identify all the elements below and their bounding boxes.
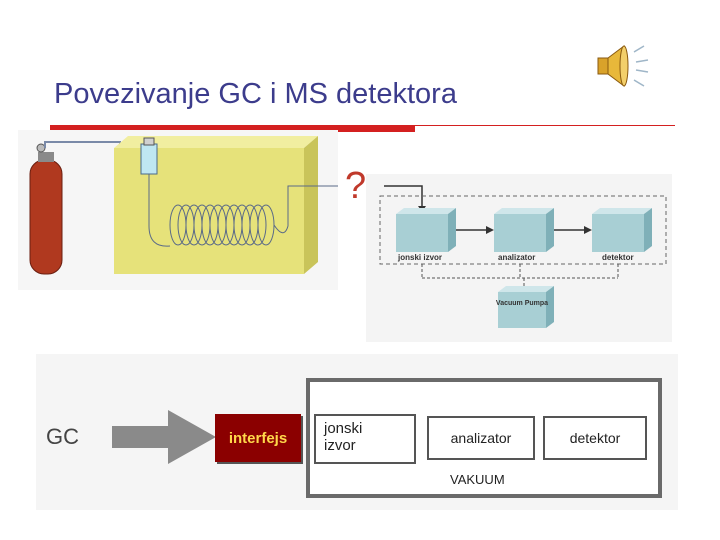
analyzer-box: analizator [427, 416, 535, 460]
slide-title: Povezivanje GC i MS detektora [54, 78, 457, 110]
injector-port [140, 143, 158, 175]
ms-ion-source-box [396, 208, 456, 252]
ion-source-label: jonski izvor [324, 420, 363, 454]
vacuum-label: VAKUUM [450, 472, 505, 487]
analyzer-label: analizator [450, 430, 512, 446]
title-underline-thin [415, 125, 675, 126]
ms-detector-box [592, 208, 652, 252]
ion-source-box: jonski izvor [314, 414, 416, 464]
ms-analyzer-box [494, 208, 554, 252]
gc-instrument-diagram [18, 130, 338, 290]
ms-analyzer-label: analizator [498, 253, 535, 262]
gc-column-coil [148, 174, 338, 247]
vacuum-pump-label: Vacuum Pumpa [496, 300, 548, 307]
gc-flow-arrow [112, 410, 216, 464]
question-mark: ? [345, 165, 367, 207]
vacuum-pump-box [498, 286, 554, 328]
ms-schematic-diagram: jonski izvor analizator detektor Vacuum … [366, 174, 672, 342]
interface-label: interfejs [228, 429, 288, 447]
detector-label: detektor [569, 430, 621, 446]
detector-box: detektor [543, 416, 647, 460]
title-underline-thick [50, 125, 415, 132]
ms-detector-label: detektor [602, 253, 634, 262]
ms-ion-source-label: jonski izvor [397, 253, 442, 262]
speaker-icon[interactable] [592, 40, 652, 92]
interface-box: interfejs [215, 414, 301, 462]
gc-label: GC [46, 424, 79, 449]
gas-cylinder [29, 143, 63, 275]
